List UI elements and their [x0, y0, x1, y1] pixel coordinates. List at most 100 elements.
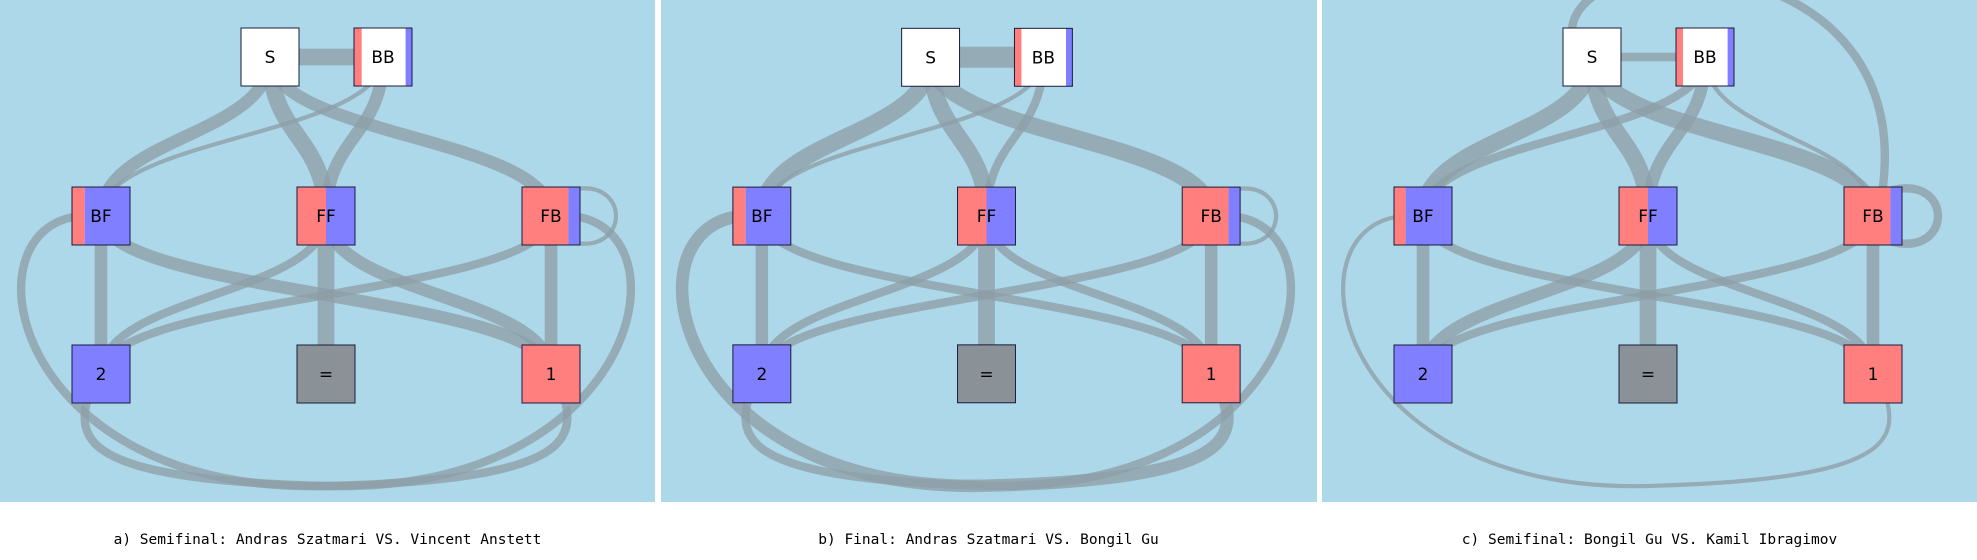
- red-share: [957, 187, 987, 246]
- node-label-eq: =: [319, 365, 333, 385]
- red-share: [522, 187, 569, 245]
- node-box: [1014, 28, 1073, 87]
- red-share: [1394, 187, 1406, 245]
- node-label-BB: BB: [371, 48, 394, 68]
- node-label-one: 1: [1868, 365, 1879, 385]
- diagram-panel-a: S BB BF FF FB 2 = 1: [0, 0, 655, 502]
- blue-share: [1648, 187, 1677, 245]
- node-two: 2: [71, 344, 131, 404]
- node-label-one: 1: [1206, 365, 1217, 385]
- node-border: [901, 27, 961, 87]
- red-share: [1844, 187, 1891, 245]
- node-label-FF: FF: [316, 207, 336, 227]
- blue-share: [1890, 187, 1902, 245]
- node-label-BB: BB: [1032, 48, 1055, 68]
- edge-FB-FB: [1888, 184, 1942, 248]
- edge-FF-two: [757, 211, 991, 379]
- node-border: [521, 344, 581, 404]
- node-label-two: 2: [96, 365, 107, 385]
- edge-BF-one: [1341, 213, 1892, 489]
- node-BF: BF: [1393, 186, 1453, 246]
- node-border: [1393, 186, 1453, 246]
- node-label-S: S: [265, 48, 276, 68]
- blue-share: [986, 187, 1016, 246]
- caption-b: b) Final: Andras Szatmari VS. Bongil Gu: [818, 532, 1159, 548]
- node-two: 2: [1393, 344, 1453, 404]
- node-eq: =: [296, 344, 356, 404]
- node-label-FB: FB: [1200, 207, 1221, 227]
- edge-FB-two: [741, 211, 1296, 490]
- node-FF: FF: [1618, 186, 1678, 246]
- node-box: [297, 345, 355, 403]
- red-share: [1619, 187, 1648, 245]
- blue-share: [405, 28, 412, 86]
- node-FB: FB: [1843, 186, 1903, 246]
- blue-share: [84, 187, 130, 245]
- node-border: [296, 344, 356, 404]
- node-label-FF: FF: [977, 207, 997, 227]
- blue-share: [1228, 187, 1241, 246]
- node-label-BF: BF: [1412, 207, 1433, 227]
- node-border: [1843, 186, 1903, 246]
- node-FF: FF: [296, 186, 356, 246]
- node-FF: FF: [957, 186, 1016, 246]
- node-box: [522, 345, 580, 403]
- node-one: 1: [1181, 344, 1241, 404]
- node-border: [353, 27, 413, 87]
- red-share: [354, 28, 362, 86]
- node-box: [1676, 28, 1734, 86]
- edges: [16, 48, 636, 491]
- node-border: [957, 344, 1016, 404]
- node-border: [71, 186, 131, 246]
- edge-S-FB: [1567, 0, 1889, 191]
- node-S: S: [1562, 27, 1622, 87]
- node-label-BB: BB: [1693, 48, 1716, 68]
- node-BB: BB: [1675, 27, 1735, 87]
- node-box: [1844, 345, 1902, 403]
- node-label-eq: =: [1641, 365, 1655, 385]
- node-label-FF: FF: [1638, 207, 1658, 227]
- edge-FF-one: [1643, 211, 1878, 379]
- node-label-FB: FB: [1862, 207, 1883, 227]
- node-BB: BB: [353, 27, 413, 87]
- node-box: [354, 28, 412, 86]
- node-border: [1181, 344, 1241, 404]
- edge-FB-FB: [568, 186, 618, 246]
- node-label-one: 1: [546, 365, 557, 385]
- node-BF: BF: [732, 186, 792, 246]
- red-share: [72, 187, 85, 245]
- node-label-S: S: [1587, 48, 1598, 68]
- node-box: [241, 28, 299, 86]
- node-border: [1675, 27, 1735, 87]
- edge-FF-two: [1416, 209, 1655, 381]
- node-border: [1562, 27, 1622, 87]
- node-border: [732, 344, 792, 404]
- node-label-two: 2: [1418, 365, 1429, 385]
- caption-c: c) Semifinal: Bongil Gu VS. Kamil Ibragi…: [1461, 532, 1838, 548]
- node-label-BF: BF: [90, 207, 111, 227]
- node-label-FB: FB: [540, 207, 561, 227]
- node-border: [1393, 344, 1453, 404]
- node-border: [1618, 344, 1678, 404]
- node-two: 2: [732, 344, 792, 404]
- caption-a: a) Semifinal: Andras Szatmari VS. Vincen…: [113, 532, 542, 548]
- flow-graph-a: S BB BF FF FB 2 = 1: [16, 27, 636, 491]
- blue-share: [1066, 28, 1073, 87]
- node-box: [1563, 28, 1621, 86]
- node-FB: FB: [521, 186, 581, 246]
- blue-share: [1405, 187, 1452, 245]
- node-FB: FB: [1181, 186, 1241, 246]
- node-border: [71, 344, 131, 404]
- node-box: [901, 28, 960, 87]
- node-border: [1181, 186, 1241, 246]
- node-border: [296, 186, 356, 246]
- node-eq: =: [957, 344, 1016, 404]
- red-share: [732, 187, 746, 246]
- node-one: 1: [521, 344, 581, 404]
- blue-share: [745, 187, 791, 246]
- node-eq: =: [1618, 344, 1678, 404]
- node-BB: BB: [1013, 27, 1073, 87]
- node-border: [957, 186, 1016, 246]
